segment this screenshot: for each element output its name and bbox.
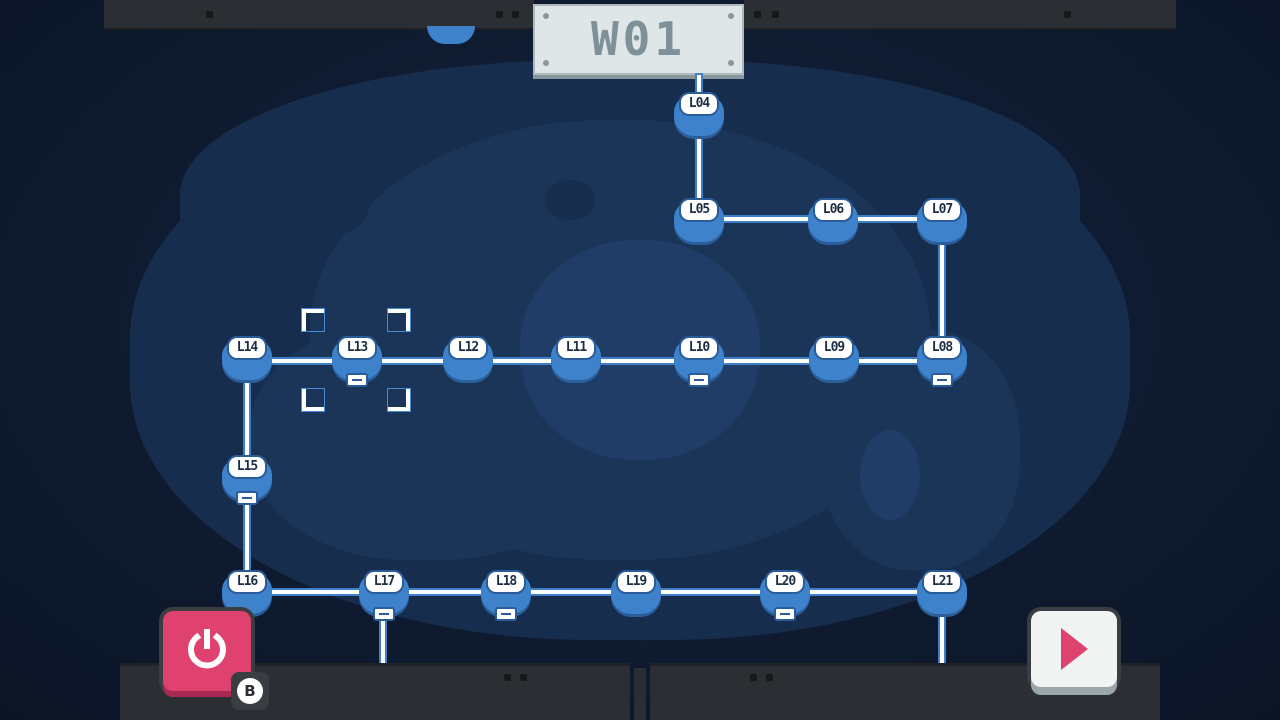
level-label: L12 [448, 336, 488, 360]
level-node-l07[interactable]: L07 [917, 198, 967, 246]
map-region [870, 150, 930, 210]
level-label: L05 [679, 198, 719, 222]
level-selection-cursor [302, 309, 410, 411]
level-label: L11 [556, 336, 596, 360]
path-segment [245, 505, 249, 580]
path-segment [697, 128, 701, 206]
quit-key-hint: B [231, 672, 269, 710]
path-segment [940, 612, 944, 667]
level-node-l12[interactable]: L12 [443, 336, 493, 384]
collectible-badge [346, 373, 368, 387]
path-segment [720, 217, 820, 221]
level-label: L10 [679, 336, 719, 360]
play-button[interactable] [1031, 611, 1117, 687]
level-label: L14 [227, 336, 267, 360]
collectible-badge [774, 607, 796, 621]
bottom-frame-divider [634, 668, 646, 720]
path-segment [245, 380, 249, 462]
map-region [250, 210, 286, 246]
level-label: L09 [814, 336, 854, 360]
level-label: L06 [813, 198, 853, 222]
level-label: L08 [922, 336, 962, 360]
level-label: L16 [227, 570, 267, 594]
level-label: L04 [679, 92, 719, 116]
top-frame-right [744, 0, 1176, 30]
level-label: L17 [364, 570, 404, 594]
level-node-l05[interactable]: L05 [674, 198, 724, 246]
key-b-label: B [237, 678, 263, 704]
level-node-l20[interactable]: L20 [760, 570, 810, 618]
level-node-l19[interactable]: L19 [611, 570, 661, 618]
path-segment [381, 620, 385, 667]
collectible-badge [931, 373, 953, 387]
collectible-badge [688, 373, 710, 387]
path-segment [855, 217, 925, 221]
top-frame-left [104, 0, 534, 30]
level-label: L21 [922, 570, 962, 594]
map-region [300, 165, 370, 235]
level-label: L18 [486, 570, 526, 594]
level-label: L20 [765, 570, 805, 594]
map-region [860, 430, 920, 520]
collectible-badge [495, 607, 517, 621]
level-node-l14[interactable]: L14 [222, 336, 272, 384]
path-segment [270, 590, 950, 594]
collectible-badge [236, 491, 258, 505]
level-node-l04[interactable]: L04 [674, 92, 724, 140]
level-node-l16[interactable]: L16 [222, 570, 272, 618]
level-node-l11[interactable]: L11 [551, 336, 601, 384]
path-segment [270, 359, 950, 363]
play-icon [1061, 628, 1088, 670]
level-node-l06[interactable]: L06 [808, 198, 858, 246]
map-region [545, 180, 595, 220]
world-title-plaque: W01 [533, 4, 744, 75]
level-label: L19 [616, 570, 656, 594]
path-segment [940, 238, 944, 338]
level-label: L15 [227, 455, 267, 479]
level-node-l17[interactable]: L17 [359, 570, 409, 618]
level-node-l09[interactable]: L09 [809, 336, 859, 384]
level-node-l21[interactable]: L21 [917, 570, 967, 618]
level-label: L13 [337, 336, 377, 360]
level-node-l18[interactable]: L18 [481, 570, 531, 618]
path-segment [697, 75, 701, 105]
level-label: L07 [922, 198, 962, 222]
world-title: W01 [590, 12, 687, 66]
collectible-badge [373, 607, 395, 621]
map-region [480, 205, 520, 245]
partial-node-offscreen [427, 26, 475, 44]
power-icon [188, 629, 226, 669]
